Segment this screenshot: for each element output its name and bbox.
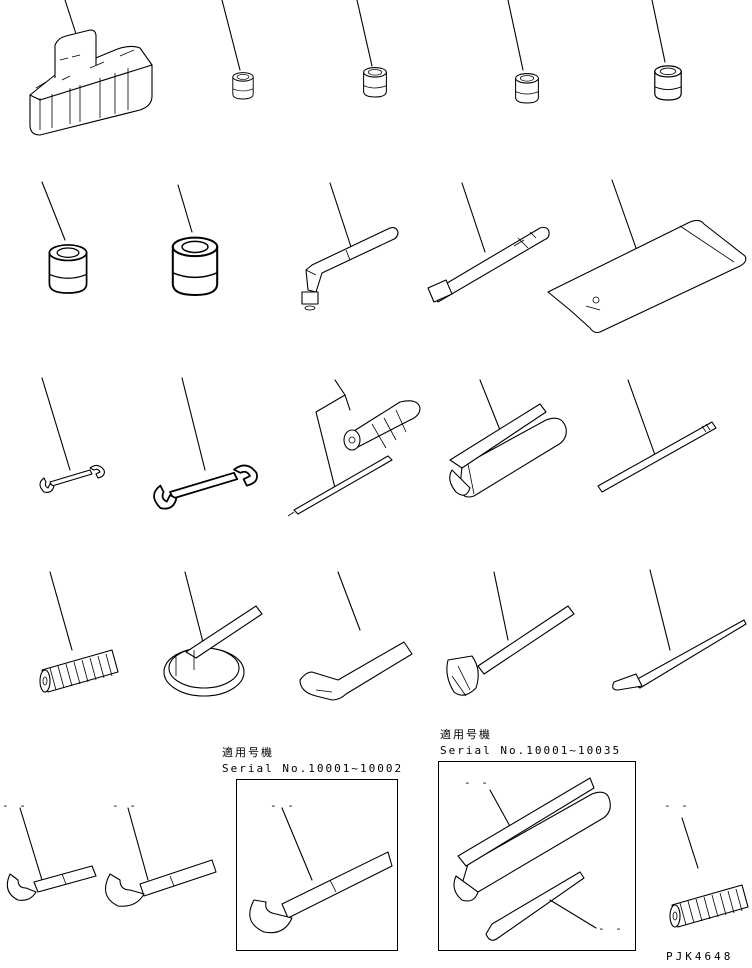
hammer [446, 571, 575, 697]
socket-5 [41, 181, 88, 294]
single-wrench-3 [249, 807, 393, 934]
callout-6: - - [664, 799, 690, 812]
socket-1 [221, 0, 254, 100]
hex-key [299, 571, 413, 701]
single-wrench-1 [6, 807, 97, 901]
double-open-wrench-large [153, 377, 258, 510]
callout-1: - - [2, 799, 28, 812]
callout-3: - - [270, 799, 296, 812]
applicable-title-b: 適用号機 [440, 728, 492, 741]
grease-gun-set [453, 777, 611, 941]
tool-pouch-flat [547, 179, 747, 334]
callout-4: - - [464, 776, 490, 789]
spring-1 [39, 571, 119, 693]
single-wrench-2 [104, 807, 217, 907]
socket-3 [507, 0, 539, 104]
serial-box-a [236, 779, 398, 951]
tool-bag [29, 0, 153, 136]
callout-2: - - [112, 799, 138, 812]
callout-5: - - [598, 922, 624, 935]
screwdriver-set [287, 379, 421, 517]
filter-strap-wrench [163, 571, 263, 697]
extension-bar [427, 182, 550, 303]
socket-6 [171, 184, 219, 297]
pry-bar [612, 569, 747, 691]
socket-2 [356, 0, 387, 98]
applicable-title-a: 適用号機 [222, 746, 274, 759]
socket-4 [651, 0, 682, 101]
grease-gun [449, 379, 567, 498]
serial-box-b [438, 761, 636, 951]
l-handle-wrench [301, 182, 399, 311]
rod [597, 379, 717, 493]
serial-range-a: Serial No.10001~10002 [222, 762, 404, 775]
serial-range-b: Serial No.10001~10035 [440, 744, 622, 757]
spring-2 [669, 817, 749, 928]
drawing-code: PJK4648 [666, 950, 734, 963]
double-open-wrench-small [39, 377, 105, 493]
